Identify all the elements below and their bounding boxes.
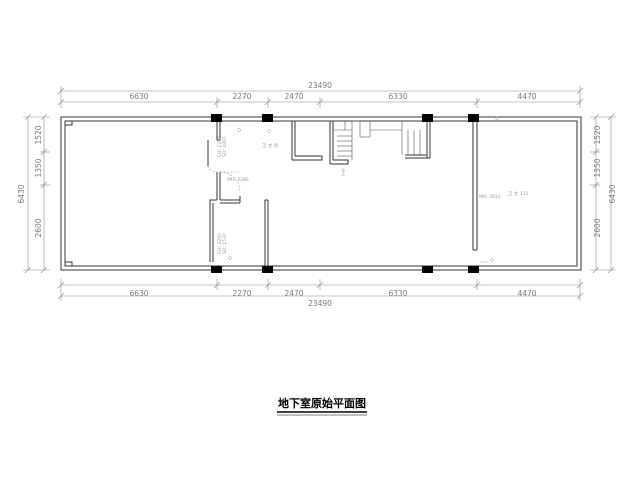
right-dimension-1: 1520 <box>593 125 602 144</box>
room-label-b: 卫 文 111 <box>508 190 529 197</box>
height-label-1: MH: 2280 <box>227 177 249 183</box>
left-overall-dimension: 6430 <box>17 184 26 203</box>
right-dimension-2: 1350 <box>593 158 602 177</box>
bottom-dimension-5: 4470 <box>517 289 536 298</box>
ceiling-label-2a: CH: 2250 <box>217 233 223 254</box>
right-dimension-chain <box>590 113 616 274</box>
right-dimension-3: 2600 <box>593 218 602 237</box>
left-dimension-2: 1350 <box>34 158 43 177</box>
staircase <box>333 120 421 160</box>
bottom-dimension-chain <box>57 279 584 301</box>
left-dimension-3: 2600 <box>34 218 43 237</box>
top-overall-dimension: 23490 <box>308 81 332 90</box>
bottom-dimension-3: 2470 <box>284 289 303 298</box>
ceiling-label-1a: CH: 2250 <box>217 136 223 157</box>
stair-up-label: 上 <box>341 170 346 177</box>
height-label-2: MH: 3010 <box>479 194 501 200</box>
ceiling-label-2b: SD: 1530 <box>222 233 228 254</box>
drawing-title: 地下室原始平面图 <box>278 396 366 410</box>
top-dimension-4: 6330 <box>388 92 407 101</box>
left-dimension-chain <box>23 113 50 274</box>
top-dimension-5: 4470 <box>517 92 536 101</box>
left-dimension-1: 1520 <box>34 125 43 144</box>
bottom-overall-dimension: 23490 <box>308 299 332 308</box>
top-dimension-2: 2270 <box>232 92 251 101</box>
ceiling-label-1b: SD: 1800 <box>222 136 228 157</box>
room-label-a: 卫 文 砂 <box>262 142 279 149</box>
structural-columns <box>211 114 479 273</box>
bottom-dimension-4: 6330 <box>388 289 407 298</box>
top-dimension-1: 6630 <box>129 92 148 101</box>
fixture-marks <box>228 116 499 263</box>
door-swings <box>207 165 241 193</box>
right-overall-dimension: 6430 <box>608 184 617 203</box>
walls <box>60 116 582 271</box>
top-dimension-chain <box>57 86 584 108</box>
bottom-dimension-2: 2270 <box>232 289 251 298</box>
top-dimension-3: 2470 <box>284 92 303 101</box>
bottom-dimension-1: 6630 <box>129 289 148 298</box>
